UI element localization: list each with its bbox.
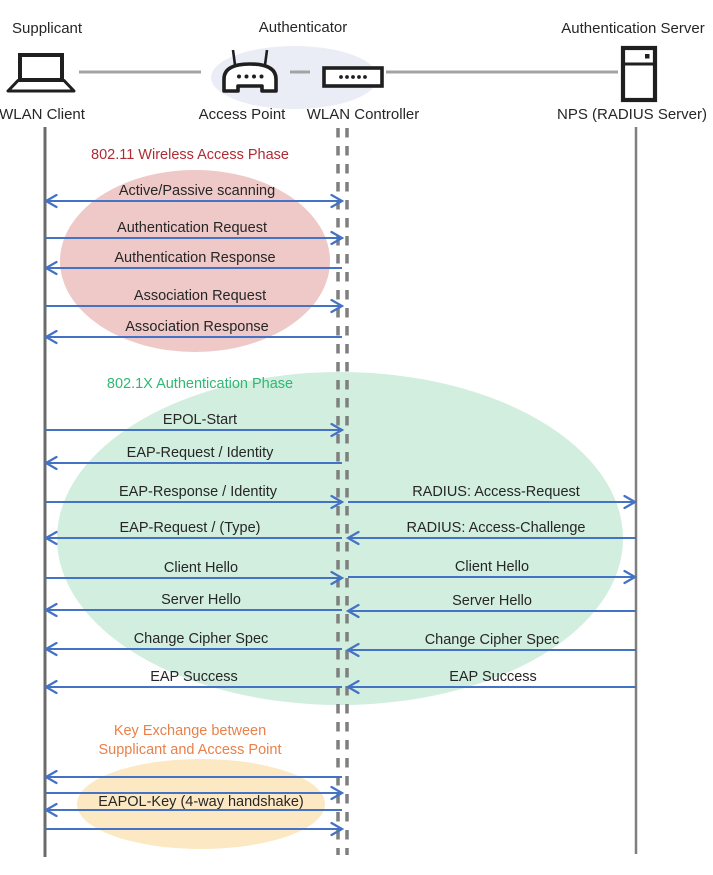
msg-association-request: Association Request bbox=[133, 288, 267, 304]
msg-eap-success-left: EAP Success bbox=[150, 669, 238, 685]
msg-eap-response-identity: EAP-Response / Identity bbox=[119, 484, 277, 500]
msg-client-hello-right: Client Hello bbox=[454, 559, 530, 575]
msg-radius-access-request: RADIUS: Access-Request bbox=[412, 484, 580, 500]
msg-active-passive-scanning: Active/Passive scanning bbox=[118, 183, 276, 199]
phase2-title: 802.1X Authentication Phase bbox=[106, 376, 294, 392]
msg-eap-request-identity: EAP-Request / Identity bbox=[126, 445, 274, 461]
msg-association-response: Association Response bbox=[125, 319, 269, 335]
arrows-controller-server bbox=[345, 494, 638, 695]
device-nps-radius-server: NPS (RADIUS Server) bbox=[556, 106, 708, 123]
arrows-client-controller bbox=[43, 193, 345, 837]
device-access-point: Access Point bbox=[198, 106, 286, 123]
msg-authentication-request: Authentication Request bbox=[117, 220, 267, 236]
wlan-controller-icon bbox=[322, 66, 384, 88]
role-authentication-server: Authentication Server bbox=[561, 20, 705, 37]
msg-server-hello-right: Server Hello bbox=[452, 593, 532, 609]
phase3-ellipse bbox=[77, 759, 325, 849]
server-icon bbox=[620, 45, 658, 103]
msg-authentication-response: Authentication Response bbox=[114, 250, 276, 266]
phase3-title-line1: Key Exchange between bbox=[113, 723, 267, 739]
msg-client-hello-left: Client Hello bbox=[163, 560, 239, 576]
msg-eapol-key-handshake: EAPOL-Key (4-way handshake) bbox=[98, 794, 304, 810]
phase3-title-line2: Supplicant and Access Point bbox=[98, 742, 282, 758]
msg-change-cipher-spec-left: Change Cipher Spec bbox=[133, 631, 269, 647]
device-wlan-client: WLAN Client bbox=[0, 106, 85, 123]
laptop-icon bbox=[6, 53, 76, 93]
msg-eap-request-type: EAP-Request / (Type) bbox=[119, 520, 261, 536]
msg-epol-start: EPOL-Start bbox=[162, 412, 238, 428]
device-wlan-controller: WLAN Controller bbox=[306, 106, 420, 123]
phase3-title: Key Exchange between Supplicant and Acce… bbox=[99, 722, 282, 760]
role-authenticator: Authenticator bbox=[258, 19, 348, 36]
phase1-title: 802.11 Wireless Access Phase bbox=[91, 147, 289, 163]
role-supplicant: Supplicant bbox=[12, 20, 83, 37]
msg-server-hello-left: Server Hello bbox=[161, 592, 241, 608]
msg-radius-access-challenge: RADIUS: Access-Challenge bbox=[406, 520, 586, 536]
msg-eap-success-right: EAP Success bbox=[449, 669, 537, 685]
access-point-icon bbox=[222, 49, 278, 93]
msg-change-cipher-spec-right: Change Cipher Spec bbox=[424, 632, 560, 648]
